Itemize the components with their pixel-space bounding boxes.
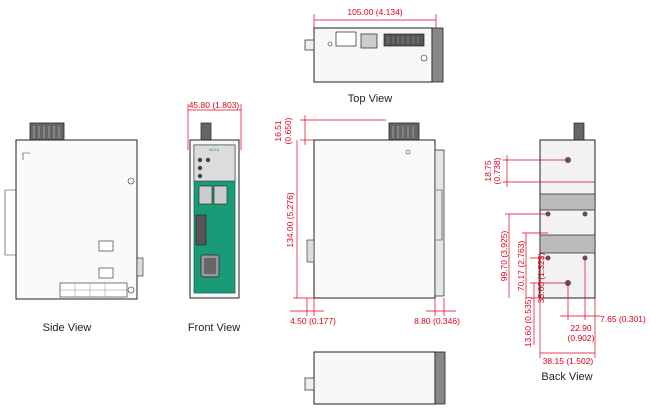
back-view: 18.75 (0.738) 99.70 (3.925) 70.17 (2.763… [483, 122, 646, 383]
back-view-label: Back View [541, 371, 592, 383]
front-terminal-block [195, 214, 207, 246]
back-top-label-b: (0.738) [492, 157, 502, 184]
left-offset-label: 4.50 (0.177) [290, 316, 336, 326]
top-view-label: Top View [348, 93, 392, 105]
front-rj45-port-2 [213, 185, 228, 205]
back-22-label-a: 22.90 [570, 323, 592, 333]
front-panel-brand: MOXA [209, 148, 220, 152]
back-view-body [539, 139, 596, 299]
depth-offset-label-b: (0.650) [283, 117, 293, 144]
back-99-label: 99.70 (3.925) [499, 231, 509, 282]
bottom-view [304, 351, 446, 405]
bottom-view-body [313, 351, 436, 405]
back-7-label: 7.65 (0.301) [600, 314, 646, 324]
back-38-label: 38.15 (1.502) [543, 356, 594, 366]
depth-view-body [313, 139, 436, 299]
back-top-label-a: 18.75 [483, 160, 493, 182]
front-rj45-port-1 [198, 185, 213, 205]
front-view-label: Front View [188, 322, 240, 334]
back-70-label: 70.17 (2.763) [516, 241, 526, 292]
side-view: Side View [4, 122, 144, 334]
back-13-label: 13.60 (0.535) [523, 297, 533, 348]
top-view-port-a [335, 31, 357, 47]
right-offset-label: 8.80 (0.346) [414, 316, 460, 326]
height-label: 134.00 (5.276) [285, 192, 295, 247]
back-view-din-clip [539, 193, 596, 211]
front-width-label: 45.80 (1.803) [189, 100, 240, 110]
depth-view: 16.51 (0.650) 134.00 (5.276) 4.50 (0.177… [273, 115, 460, 326]
top-width-label: 105.00 (4.134) [347, 7, 402, 17]
side-view-label: Side View [43, 322, 92, 334]
side-view-body [15, 139, 138, 300]
front-view: 45.80 (1.803) MOXA Front View [187, 100, 242, 334]
back-33-label: 33.60 (1.323) [536, 253, 546, 304]
top-view-rj45-port [360, 33, 378, 49]
top-view-din-rail [431, 27, 444, 83]
top-view-terminal-block [383, 33, 425, 47]
depth-offset-label-a: 16.51 [273, 120, 283, 142]
back-22-label-b: (0.902) [568, 333, 595, 343]
top-view: 105.00 (4.134) Top View [304, 7, 444, 105]
